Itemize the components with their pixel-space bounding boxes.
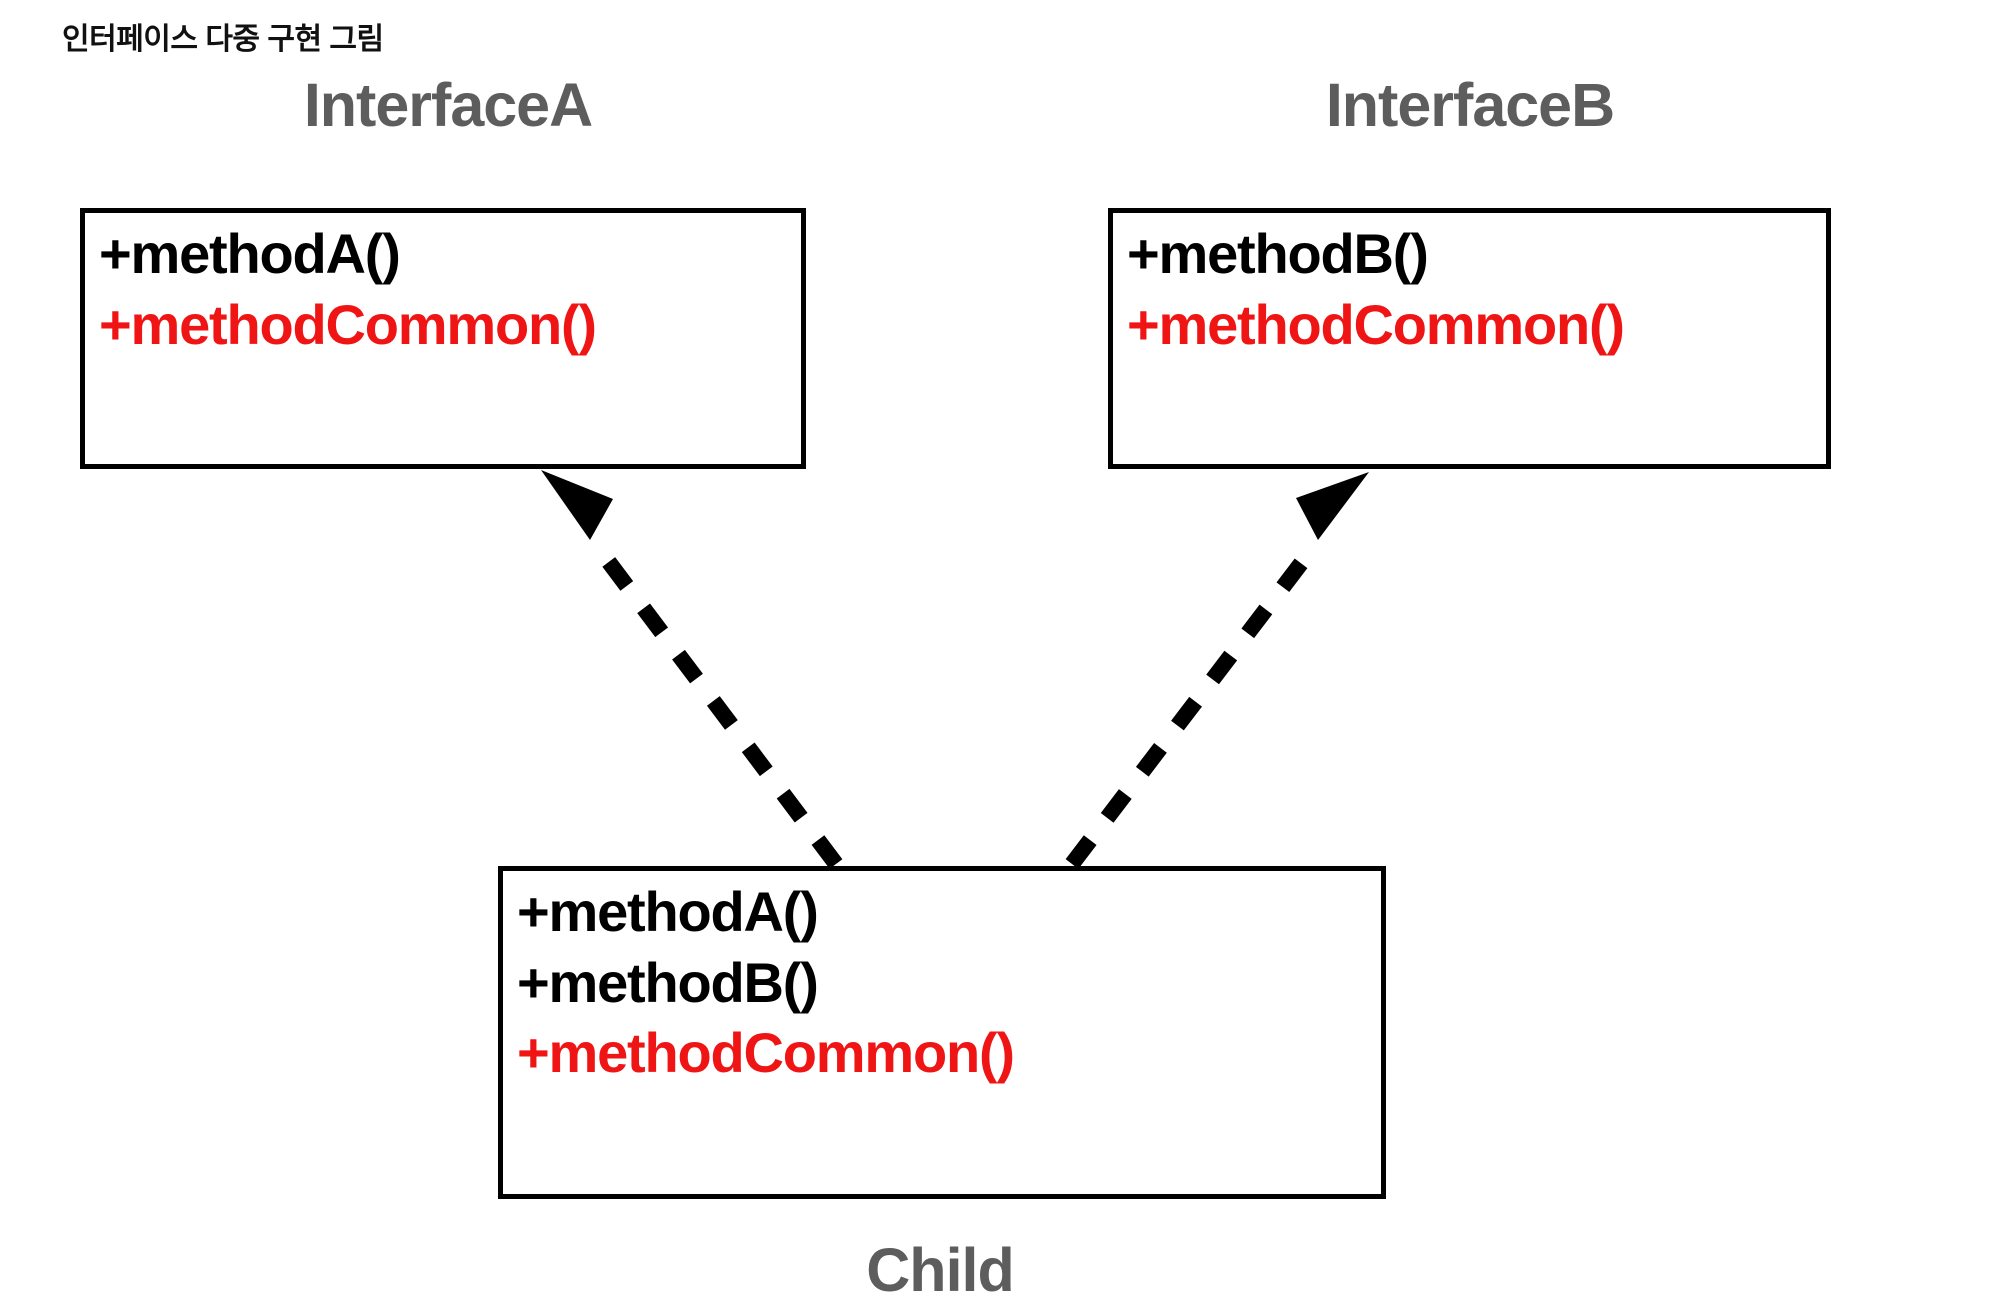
interface-b-member-list: +methodB() +methodCommon() bbox=[1127, 219, 1822, 360]
edge-child-implements-interface-a bbox=[541, 470, 843, 869]
interface-a-member-list: +methodA() +methodCommon() bbox=[99, 219, 797, 360]
child-member-0: +methodA() bbox=[517, 880, 819, 943]
interface-b-member-1: +methodCommon() bbox=[1127, 292, 1625, 356]
page-title: 인터페이스 다중 구현 그림 bbox=[62, 23, 384, 56]
child-box[interactable]: +methodA() +methodB() +methodCommon() bbox=[498, 866, 1386, 1199]
interface-a-member-1: +methodCommon() bbox=[99, 292, 597, 356]
child-member-1: +methodB() bbox=[517, 950, 819, 1014]
interface-b-box[interactable]: +methodB() +methodCommon() bbox=[1108, 208, 1831, 469]
child-member-list: +methodA() +methodB() +methodCommon() bbox=[517, 877, 1377, 1089]
edge-b-dashed-line bbox=[1065, 540, 1322, 869]
child-name-label: Child bbox=[866, 1236, 1014, 1304]
edge-a-arrowhead bbox=[541, 470, 613, 540]
interface-a-member-0: +methodA() bbox=[99, 222, 401, 285]
child-member-2: +methodCommon() bbox=[517, 1021, 1015, 1085]
interface-a-name-label: InterfaceA bbox=[303, 71, 593, 139]
edge-b-arrowhead bbox=[1296, 472, 1369, 540]
interface-b-member-0: +methodB() bbox=[1127, 222, 1429, 285]
edge-child-implements-interface-b bbox=[1065, 472, 1369, 869]
edge-a-dashed-line bbox=[589, 540, 843, 869]
interface-a-box[interactable]: +methodA() +methodCommon() bbox=[80, 208, 806, 469]
interface-b-name-label: InterfaceB bbox=[1325, 71, 1615, 139]
